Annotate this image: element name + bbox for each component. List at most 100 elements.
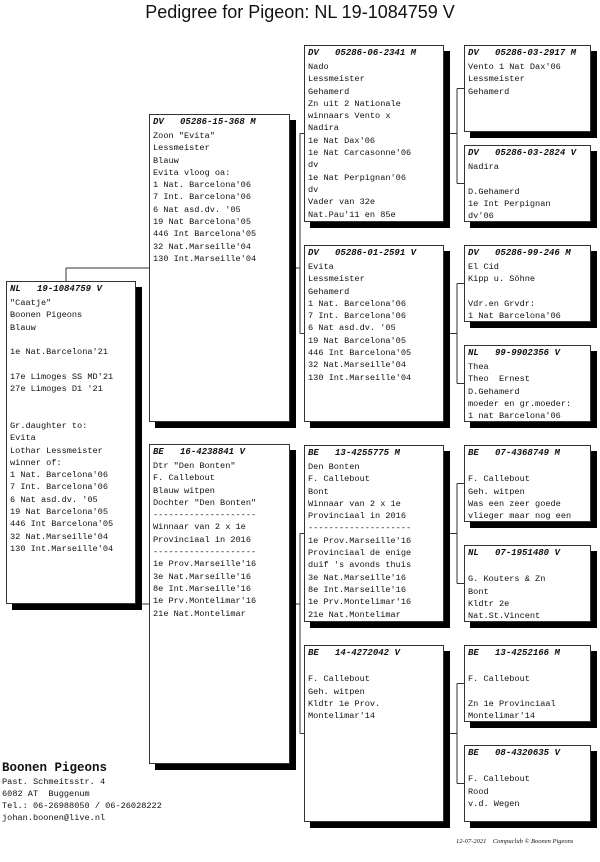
country-code: BE: [308, 648, 319, 658]
pigeon-info-line: Kldtr 1e Prov.: [308, 698, 381, 709]
pigeon-info-line: 1e Int Perpignan: [468, 198, 551, 209]
ring-number: 05286-03-2917: [495, 48, 566, 58]
pigeon-info-line: Lessmeister: [468, 74, 525, 85]
pigeon-info-line: Blauw witpen: [153, 485, 215, 496]
breeder-address-line: 6082 AT Buggenum: [2, 789, 90, 799]
page-title: Pedigree for Pigeon: NL 19-1084759 V: [145, 2, 455, 22]
pigeon-info-line: Thea: [468, 362, 489, 372]
pigeon-info-line: Zoon "Evita": [153, 131, 215, 141]
pigeon-info-line: --------------------: [153, 510, 257, 521]
pigeon-info-line: Gr.daughter to:: [10, 420, 88, 431]
pigeon-info-line: dv'06: [468, 211, 494, 222]
pigeon-info-line: Provinciaal de enige: [308, 548, 412, 559]
pigeon-info-line: 32 Nat.Marseille'04: [153, 241, 251, 252]
ring-header: BE 13-4255775 M: [308, 447, 440, 461]
ring-number: 07-4368749: [495, 448, 550, 458]
pigeon-info-line: Nadira: [468, 162, 499, 172]
country-code: BE: [153, 447, 164, 457]
ring-number: 19-1084759: [37, 284, 92, 294]
pigeon-info-line: El Cid: [468, 262, 499, 272]
pigeon-info-line: [468, 173, 587, 185]
ring-number: 99-9902356: [495, 348, 550, 358]
ring-header: BE 07-4368749 M: [468, 447, 587, 461]
pigeon-info-line: dv: [308, 160, 319, 171]
credit: Compuclub © Boonen Pigeons: [492, 838, 574, 845]
ring-number: 05286-03-2824: [495, 148, 566, 158]
pigeon-info-line: 130 Int.Marseille'04: [308, 372, 412, 383]
ring-header: BE 08-4320635 V: [468, 747, 587, 761]
pigeon-info-line: F. Callebout: [468, 474, 530, 485]
pigeon-info-line: 8e Int.Marseille'16: [153, 583, 251, 594]
pigeon-info-line: 1e Prv.Montelimar'16: [153, 596, 257, 607]
country-code: DV: [468, 248, 479, 258]
pigeon-info-line: F. Callebout: [308, 674, 370, 685]
pigeon-info-line: Kipp u. Söhne: [468, 274, 536, 285]
breeder-phone: Tel.: 06-26988050 / 06-26028222: [2, 801, 162, 811]
pigeon-info-line: [468, 461, 587, 473]
pigeon-info-line: 19 Nat Barcelona'05: [308, 335, 406, 346]
print-date: 12-07-2021: [456, 838, 487, 845]
pigeon-info-line: [468, 286, 587, 298]
pigeon-info-line: 3e Nat.Marseille'16: [308, 572, 406, 583]
pigeon-info-line: 1 Nat. Barcelona'06: [153, 180, 251, 191]
breeder-name: Boonen Pigeons: [2, 761, 108, 775]
pigeon-info-line: Nat.Pau'11 en 85e: [308, 209, 396, 220]
country-code: BE: [308, 448, 319, 458]
pigeon-info-line: 17e Limoges SS MD'21: [10, 371, 114, 382]
pigeon-info-line: Vdr.en Grvdr:: [468, 298, 536, 309]
pigeon-info-line: Nat.St.Vincent: [468, 611, 541, 622]
sex-marker: V: [554, 748, 560, 758]
pigeon-info-line: vlieger maar nog een: [468, 511, 572, 522]
pigeon-info-line: Lothar Lessmeister: [10, 445, 103, 456]
pigeon-info-line: Montelimar'14: [308, 711, 376, 722]
pigeon-info-line: Winnaar van 2 x 1e: [153, 522, 246, 533]
pigeon-info-line: 19 Nat Barcelona'05: [10, 507, 108, 518]
pigeon-info-line: 1e Nat Carcasonne'06: [308, 148, 412, 159]
pigeon-info-line: 6 Nat asd.dv. '05: [153, 204, 241, 215]
pigeon-info-line: [468, 761, 587, 773]
pigeon-info-line: 1e Prov.Marseille'16: [153, 559, 257, 570]
pigeon-info-line: winner of:: [10, 457, 62, 468]
breeder-email: johan.boonen@live.nl: [2, 813, 106, 823]
ring-number: 05286-99-246: [495, 248, 560, 258]
ring-number: 07-1951480: [495, 548, 550, 558]
sex-marker: M: [410, 48, 417, 58]
pigeon-info-line: Geh. witpen: [468, 486, 525, 497]
sex-marker: M: [554, 648, 560, 658]
pigeon-info-line: --------------------: [153, 547, 257, 558]
pigeon-info-line: 1e Nat.Barcelona'21: [10, 347, 108, 358]
sex-marker: V: [394, 648, 400, 658]
pigeon-info-line: 3e Nat.Marseille'16: [153, 571, 251, 582]
pigeon-info-line: [10, 408, 132, 420]
pigeon-info-line: "Caatje": [10, 298, 52, 308]
pigeon-info-line: F. Callebout: [308, 474, 370, 485]
pigeon-info-line: Vader van 32e: [308, 197, 376, 208]
pigeon-info-line: Zn 1e Provinciaal: [468, 698, 556, 709]
pigeon-info-line: 32 Nat.Marseille'04: [10, 531, 108, 542]
sex-marker: V: [239, 447, 245, 457]
country-code: DV: [468, 148, 479, 158]
pigeon-info-line: Bont: [308, 486, 329, 497]
sex-marker: M: [565, 248, 571, 258]
pigeon-info-line: Lessmeister: [308, 274, 365, 285]
ring-header: NL 99-9902356 V: [468, 347, 587, 361]
ring-number: 13-4255775: [335, 448, 390, 458]
pigeon-info-line: F. Callebout: [468, 774, 530, 785]
pigeon-info-line: 1 nat Barcelona'06: [468, 411, 561, 422]
pigeon-info-line: 1 Nat Barcelona'06: [468, 311, 561, 322]
